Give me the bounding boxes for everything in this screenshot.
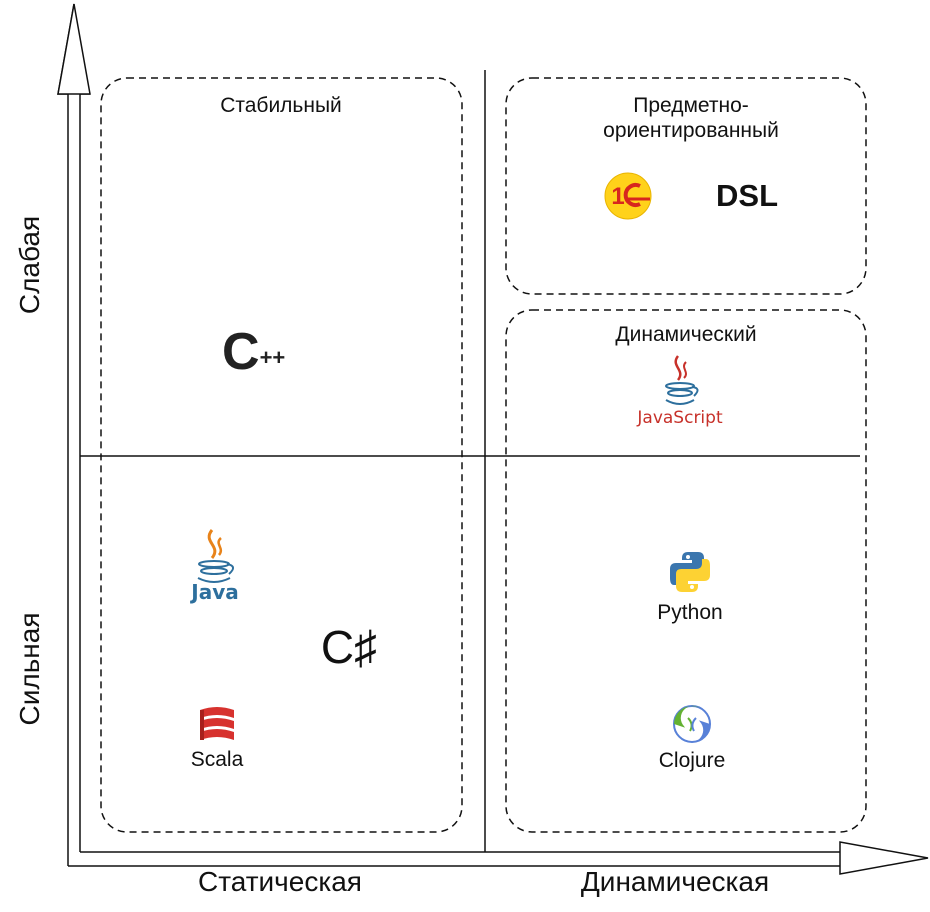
clojure-label: Clojure bbox=[658, 749, 726, 772]
javascript-label: JavaScript bbox=[637, 408, 723, 428]
dsl-label: DSL bbox=[716, 178, 778, 213]
y-axis bbox=[57, 3, 91, 866]
python-logo-icon bbox=[670, 552, 710, 592]
x-axis-label-dynamic: Динамическая bbox=[580, 866, 770, 897]
y-axis-label-strong: Сильная bbox=[14, 612, 45, 726]
cpp-letter: C bbox=[222, 323, 260, 381]
one-c-logo: 1 bbox=[604, 172, 652, 220]
x-axis-arrowhead bbox=[839, 841, 929, 875]
y-axis-arrowhead bbox=[57, 3, 91, 95]
csharp-label: C♯ bbox=[320, 621, 378, 673]
java-label: Java bbox=[191, 580, 239, 604]
javascript-logo-icon bbox=[665, 355, 699, 405]
python-label: Python bbox=[657, 601, 723, 624]
group-title-dynamic: Динамический bbox=[615, 323, 757, 346]
group-title-domain-specific: Предметно- ориентированный bbox=[603, 94, 779, 142]
java-logo-icon bbox=[197, 529, 234, 583]
cpp-logo: C++ bbox=[222, 322, 312, 382]
scala-logo-icon bbox=[200, 707, 234, 740]
x-axis-label-static: Статическая bbox=[198, 866, 362, 897]
group-box-stable bbox=[100, 77, 463, 833]
cpp-plus: ++ bbox=[259, 345, 286, 370]
svg-text:1: 1 bbox=[611, 183, 624, 210]
group-title-stable: Стабильный bbox=[220, 94, 342, 117]
scala-label: Scala bbox=[190, 748, 244, 771]
y-axis-label-weak: Слабая bbox=[14, 215, 45, 315]
group-box-dynamic bbox=[505, 309, 867, 833]
x-axis bbox=[68, 841, 929, 875]
clojure-logo-icon bbox=[673, 705, 711, 743]
